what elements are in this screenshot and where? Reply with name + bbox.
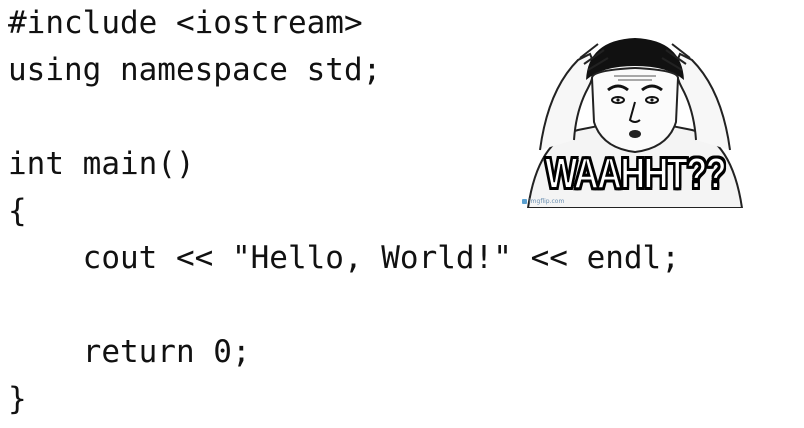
code-line: { [8, 193, 27, 229]
code-line: using namespace std; [8, 52, 382, 88]
code-block: #include <iostream> using namespace std;… [8, 0, 680, 423]
code-line: int main() [8, 146, 195, 182]
watermark-logo-icon [522, 199, 527, 204]
code-line: } [8, 381, 27, 417]
code-line: cout << "Hello, World!" << endl; [8, 240, 680, 276]
code-line [8, 282, 680, 329]
code-line: #include <iostream> [8, 5, 363, 41]
meme-caption: WAAHHT?? [544, 148, 727, 199]
watermark: imgflip.com [522, 198, 564, 205]
code-line: return 0; [8, 334, 251, 370]
meme-image: WAAHHT?? imgflip.com [518, 30, 752, 208]
confused-man-illustration [526, 38, 744, 208]
watermark-text: imgflip.com [529, 198, 565, 205]
